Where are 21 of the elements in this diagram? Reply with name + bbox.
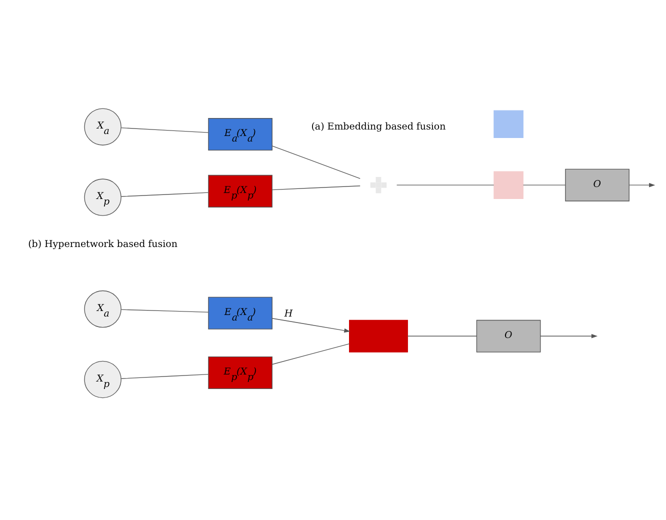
node-box: O <box>476 319 541 352</box>
edge-label: H <box>284 308 293 320</box>
label: (a) Embedding based fusion <box>311 120 446 132</box>
arrow <box>540 334 598 338</box>
connector <box>272 342 350 364</box>
connector <box>522 184 566 185</box>
connector <box>272 185 360 190</box>
label: (b) Hypernetwork based fusion <box>28 238 178 250</box>
arrow <box>272 318 350 332</box>
arrow <box>629 182 656 187</box>
node-box <box>349 319 408 352</box>
connector <box>120 308 209 312</box>
connector <box>120 126 209 132</box>
node-box <box>494 170 524 198</box>
node-box: O <box>565 168 630 201</box>
connector <box>407 335 478 336</box>
connector <box>272 145 360 178</box>
connector <box>396 184 494 185</box>
node-box <box>494 110 524 138</box>
connector <box>120 192 209 196</box>
connector <box>120 373 209 378</box>
